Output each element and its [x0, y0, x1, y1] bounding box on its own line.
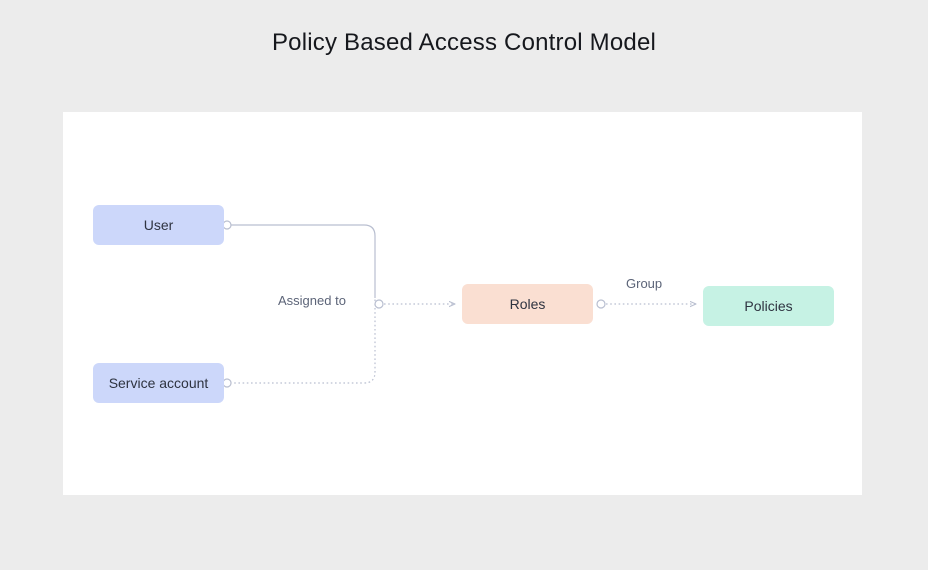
- diagram-canvas[interactable]: User Service account Roles Policies Assi…: [63, 112, 862, 495]
- edge-label-group: Group: [626, 276, 663, 291]
- node-policies[interactable]: Policies: [703, 286, 834, 326]
- node-service-account[interactable]: Service account: [93, 363, 224, 403]
- node-roles[interactable]: Roles: [462, 284, 593, 324]
- node-roles-label: Roles: [509, 296, 546, 312]
- edge-service-to-junction: [230, 298, 376, 384]
- port-service-right[interactable]: [222, 378, 232, 388]
- edge-label-assigned-to: Assigned to: [278, 293, 346, 308]
- port-junction[interactable]: [374, 299, 384, 309]
- node-service-account-label: Service account: [108, 375, 209, 391]
- port-roles-right[interactable]: [596, 299, 606, 309]
- node-user[interactable]: User: [93, 205, 224, 245]
- edge-layer: [222, 220, 862, 388]
- node-user-label: User: [143, 217, 174, 233]
- port-user-right[interactable]: [222, 220, 232, 230]
- page-title: Policy Based Access Control Model: [271, 29, 657, 56]
- node-policies-label: Policies: [744, 298, 793, 314]
- edge-user-to-junction: [230, 224, 376, 298]
